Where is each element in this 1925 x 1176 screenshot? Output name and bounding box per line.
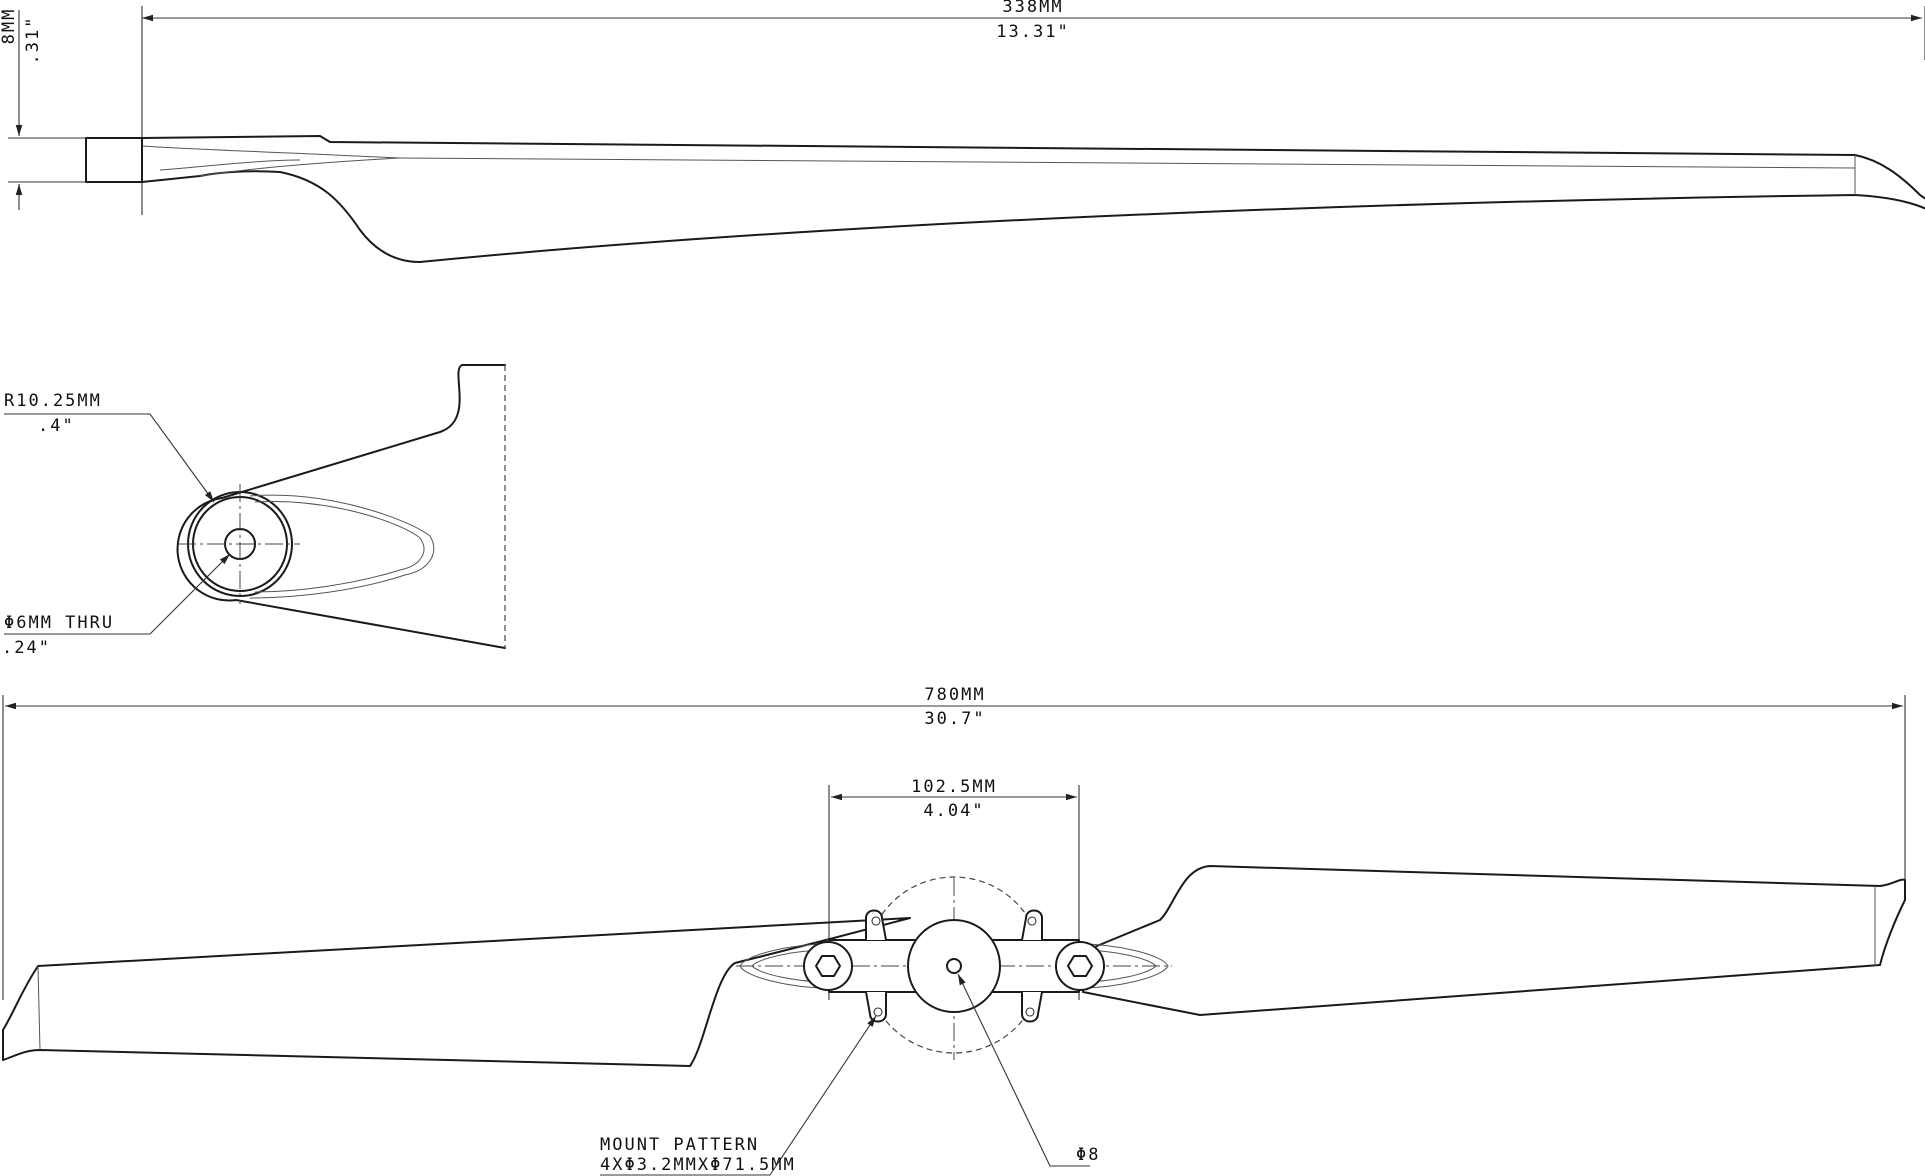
mount-ears [865,909,1043,1023]
center-bore-leader [957,973,1090,1167]
side-blade-root-curve [141,145,401,177]
hub-hex-right [1067,955,1093,977]
hub-radius-in: .4" [38,416,75,436]
mount-hole-bottom-left [873,1007,883,1017]
side-thickness-in: .31" [23,16,43,65]
hub-hole-leader [4,553,231,635]
center-boss [907,919,1001,1013]
side-thickness-mm: 8MM [0,8,19,45]
mount-pattern-label: MOUNT PATTERN [600,1135,759,1155]
hub-detail-view: R10.25MM .4" Φ6MM THRU .24" [2,364,506,658]
mount-hole-bottom-right [1025,1007,1035,1017]
hub-end-right [1055,941,1105,991]
hub-pocket-right [1078,943,1169,989]
mount-hole-top-right [1027,916,1037,926]
hub-radius-leader [4,413,215,503]
hub-hex-left [815,955,841,977]
mount-pattern-spec: 4XΦ3.2MMXΦ71.5MM [600,1155,796,1175]
span-in: 30.7" [924,709,985,729]
hub-detail-pocket-inner [254,501,425,593]
left-blade-outline [2,917,911,1067]
center-bore [946,958,962,974]
spacing-mm: 102.5MM [911,777,997,797]
side-view: 338MM 13.31" 8MM .31" [0,0,1925,263]
hub-detail-outline [176,364,506,649]
hub-end-left [803,941,853,991]
mount-ear-bottom-right [1021,991,1043,1023]
right-blade-outline [1079,865,1906,1016]
hub-hole-in: .24" [2,638,51,658]
spacing-in: 4.04" [923,801,984,821]
center-bore-label: Φ8 [1076,1145,1100,1165]
mount-ear-bottom-left [865,991,887,1023]
side-blade-spine [399,157,1856,169]
mount-hole-top-left [871,916,881,926]
span-mm: 780MM [924,685,985,705]
side-length-in: 13.31" [996,22,1069,42]
mount-pattern-leader [600,1015,877,1176]
side-blade-root-inner [159,159,301,171]
left-blade-tip-line [37,965,41,1051]
hub-radius-mm: R10.25MM [4,391,102,411]
side-blade-outline [141,135,1925,263]
hub-detail-pocket [249,494,435,599]
side-length-mm: 338MM [1002,0,1063,17]
top-view: 780MM 30.7" 102.5MM 4.04" [2,685,1906,1176]
hub-hole-mm: Φ6MM THRU [4,613,114,633]
side-hub-block [85,137,143,183]
